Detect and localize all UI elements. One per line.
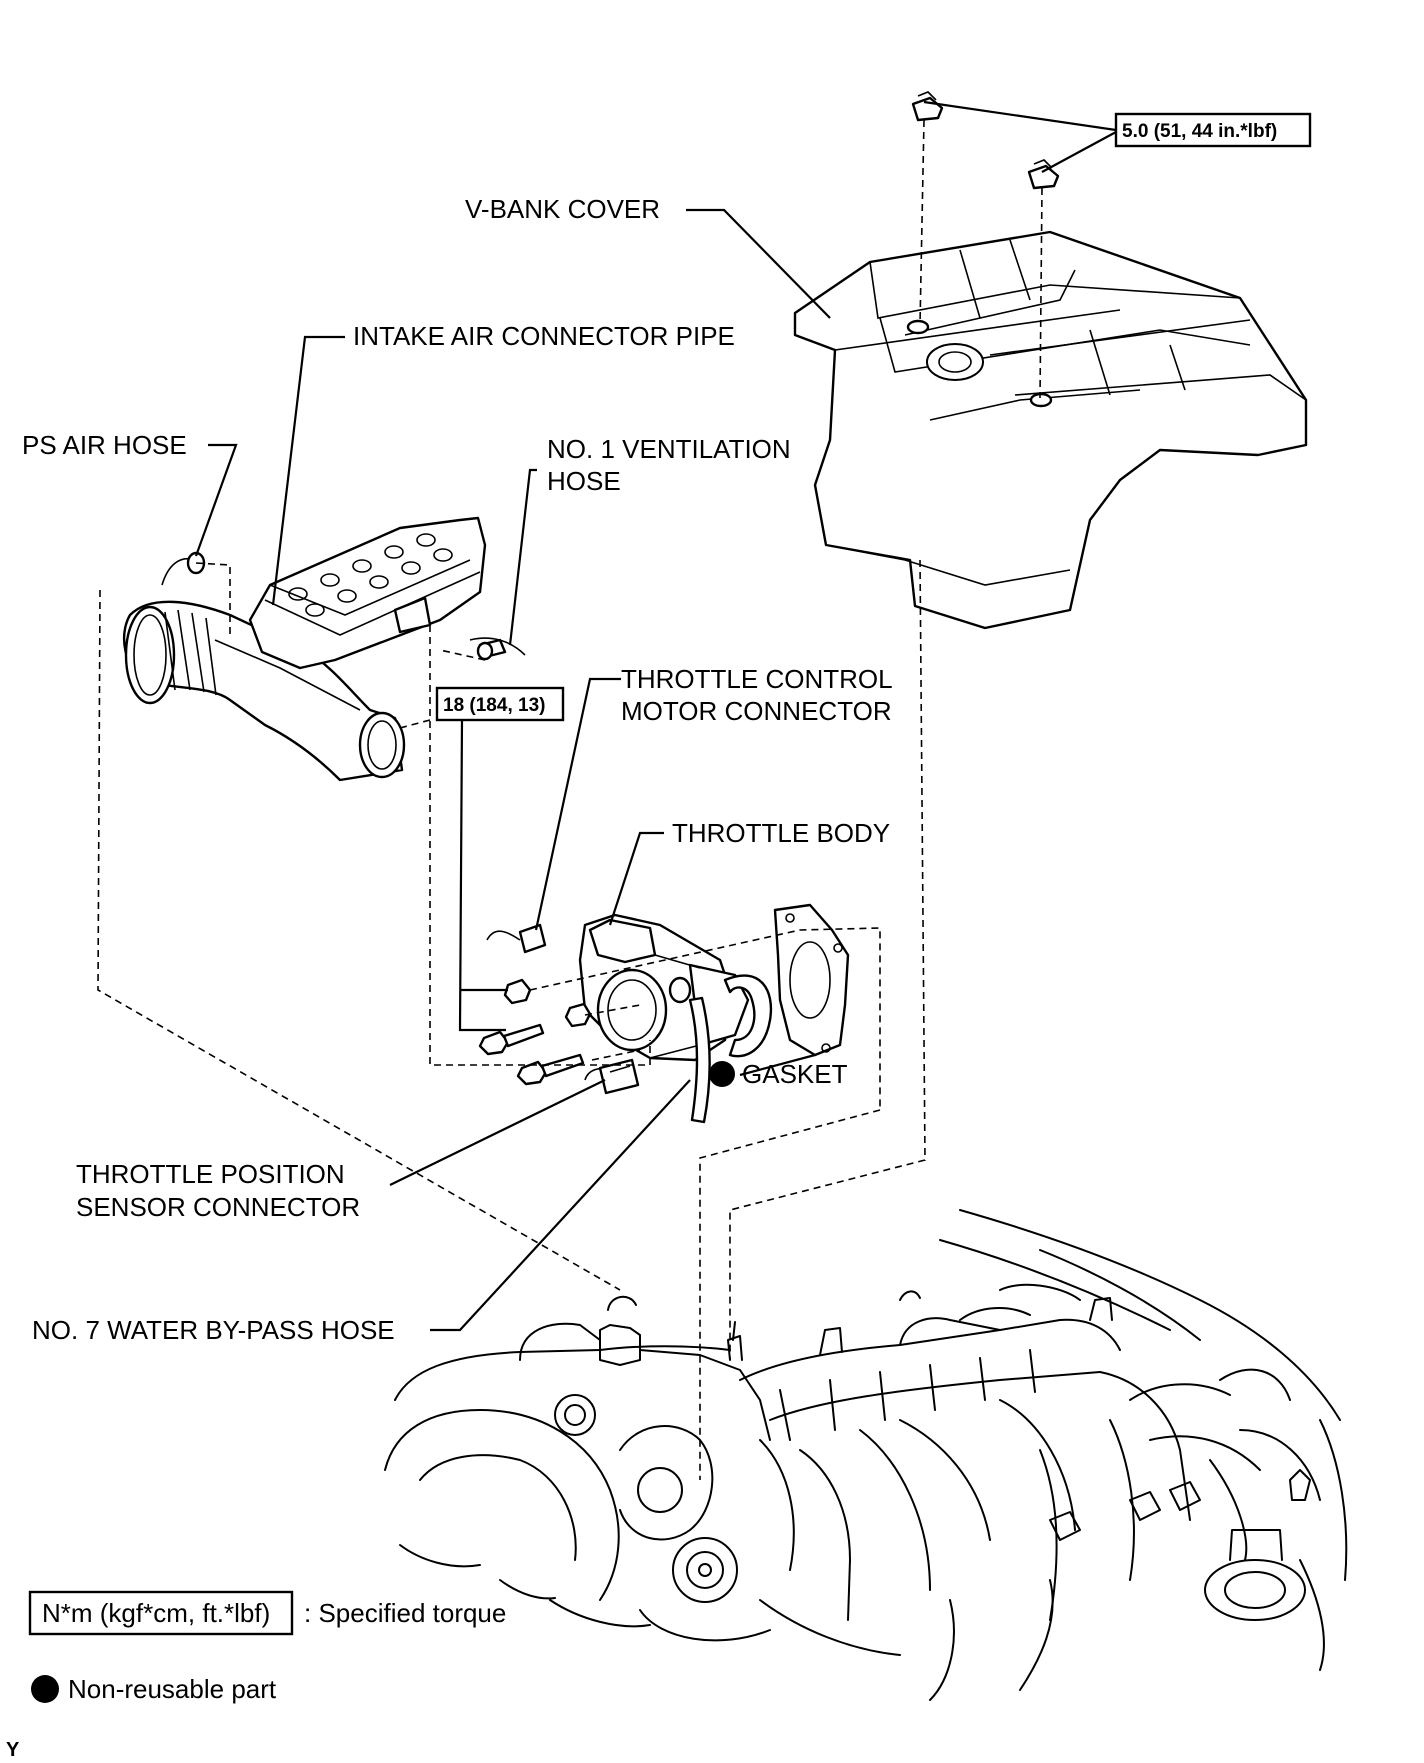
leader-lines: [194, 100, 1117, 1332]
label-throttle-control-motor-connector-line2: MOTOR CONNECTOR: [621, 696, 892, 726]
corner-code: Y: [6, 1739, 20, 1761]
label-gasket: GASKET: [742, 1059, 848, 1089]
legend-non-reusable-icon: [31, 1675, 59, 1703]
emblem: [926, 343, 984, 381]
label-ps-air-hose: PS AIR HOSE: [22, 430, 187, 460]
label-throttle-position-sensor-connector-line2: SENSOR CONNECTOR: [76, 1192, 360, 1222]
legend-non-reusable-desc: Non-reusable part: [68, 1674, 277, 1704]
throttle-body-drawing: [578, 913, 750, 1062]
gasket-drawing: [773, 903, 850, 1057]
no1-ventilation-hose-drawing: [469, 637, 526, 661]
label-throttle-body: THROTTLE BODY: [672, 818, 890, 848]
v-bank-cover-drawing: [793, 230, 1308, 630]
water-bypass-hose-drawing: [688, 974, 773, 1124]
intake-air-connector-pipe-drawing: [122, 600, 406, 782]
torque-cover-nuts: 5.0 (51, 44 in.*lbf): [1122, 121, 1277, 142]
assembly-dashed-lines: [97, 559, 926, 1480]
cover-nut-right: [1027, 159, 1060, 190]
air-resonator-box-drawing: [248, 516, 487, 670]
throttle-position-sensor-connector-drawing: [584, 1058, 640, 1095]
legend-torque-desc: : Specified torque: [304, 1598, 506, 1628]
non-reusable-mark-gasket: [709, 1061, 735, 1087]
throttle-body-fasteners-drawing: [478, 978, 592, 1086]
label-intake-air-connector-pipe: INTAKE AIR CONNECTOR PIPE: [353, 321, 735, 351]
torque-box-cover-nuts: [1114, 112, 1312, 148]
throttle-control-motor-connector-drawing: [486, 923, 547, 954]
label-v-bank-cover: V-BANK COVER: [465, 194, 660, 224]
label-throttle-position-sensor-connector-line1: THROTTLE POSITION: [76, 1159, 345, 1189]
engine-bay-drawing: [384, 1209, 1348, 1701]
legend-torque-unit: N*m (kgf*cm, ft.*lbf): [42, 1598, 270, 1628]
label-throttle-control-motor-connector-line1: THROTTLE CONTROL: [621, 664, 893, 694]
torque-box-throttle-body: [435, 686, 565, 722]
cover-nut-left: [911, 91, 944, 122]
label-no7-water-bypass-hose: NO. 7 WATER BY-PASS HOSE: [32, 1315, 395, 1345]
torque-throttle-body: 18 (184, 13): [443, 695, 545, 716]
label-no1-ventilation-hose-line1: NO. 1 VENTILATION: [547, 434, 791, 464]
label-no1-ventilation-hose-line2: HOSE: [547, 466, 621, 496]
ps-air-hose-drawing: [161, 551, 206, 586]
legend-torque-box: [28, 1590, 294, 1636]
